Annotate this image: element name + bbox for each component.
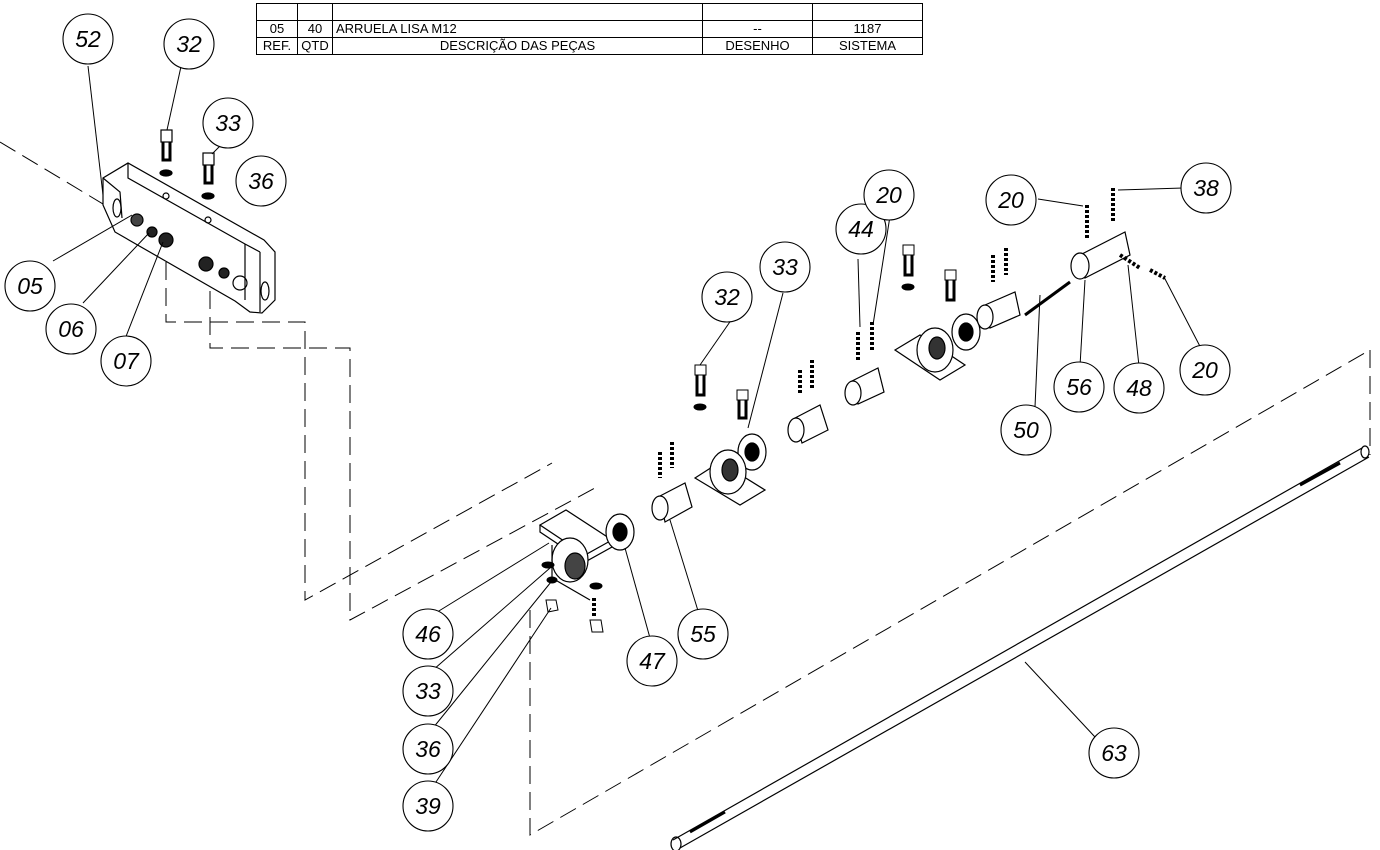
bearings [605,313,981,551]
callout-32: 32 [176,31,202,57]
bom-header-sistema: SISTEMA [812,37,923,55]
bom-header-ref: REF. [256,37,298,55]
callout-07: 07 [113,348,140,374]
leader-lines [52,61,1206,786]
callout-33: 33 [415,678,441,704]
callout-46: 46 [415,621,441,647]
callout-balloons [4,13,1232,832]
bom-cell-ref: 05 [256,20,298,38]
callout-50: 50 [1013,417,1039,443]
callout-38: 38 [1193,175,1219,201]
callout-33: 33 [772,254,798,280]
bolts-and-screws [541,188,1166,633]
couplings [651,231,1131,523]
callout-20: 20 [997,187,1024,213]
pillow-blocks [693,327,967,506]
callout-05: 05 [17,273,43,299]
bom-cell-descricao: ARRUELA LISA M12 [332,20,703,38]
callout-20: 20 [1191,357,1218,383]
bracket-52 [102,162,276,314]
callout-39: 39 [415,793,441,819]
callout-55: 55 [690,621,716,647]
bom-header-desenho: DESENHO [702,37,813,55]
callout-32: 32 [714,284,740,310]
shaft-63 [670,445,1370,850]
callout-47: 47 [639,648,666,674]
bom-row-partial [256,3,923,21]
callout-56: 56 [1066,374,1092,400]
fasteners-top [130,129,248,291]
bom-row: 05 40 ARRUELA LISA M12 -- 1187 [256,20,923,38]
bill-of-materials: 05 40 ARRUELA LISA M12 -- 1187 REF. QTD … [256,3,923,55]
callout-44: 44 [848,216,874,242]
bom-header-qtd: QTD [297,37,333,55]
bom-header-row: REF. QTD DESCRIÇÃO DAS PEÇAS DESENHO SIS… [256,37,923,55]
callout-63: 63 [1101,740,1127,766]
assembly-centerlines [0,141,1371,836]
callout-20: 20 [875,182,902,208]
callout-06: 06 [58,316,84,342]
pillow-block-46 [538,509,614,601]
callout-36: 36 [415,736,441,762]
callout-52: 52 [75,26,101,52]
callout-33: 33 [215,110,241,136]
callout-36: 36 [248,168,274,194]
callout-48: 48 [1126,375,1152,401]
